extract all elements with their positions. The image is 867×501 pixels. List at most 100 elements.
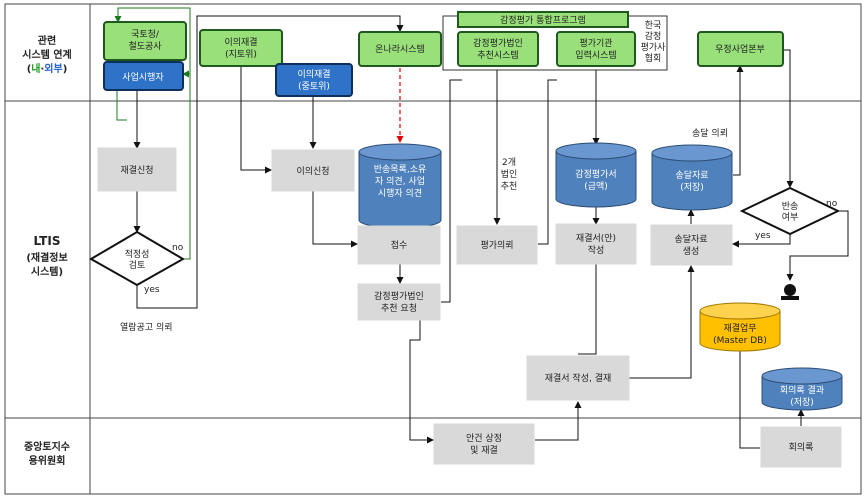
kapa-line3: 평가사 — [641, 42, 667, 53]
box-minutes-label: 회의록 — [789, 442, 814, 453]
db-return-line1: 반송목록,소유 — [374, 164, 427, 175]
box-minutes[interactable]: 회의록 — [760, 426, 842, 468]
box-appraisal-request-label: 평가의뢰 — [480, 240, 513, 251]
label-no-2: no — [826, 199, 838, 209]
edge-agenda-to-write — [535, 401, 582, 441]
box-objection-request[interactable]: 이의신청 — [271, 149, 355, 192]
lane-external-line2: 시스템 연계 — [22, 48, 71, 61]
box-agenda[interactable]: 안건 상정 및 재결 — [433, 423, 535, 465]
lane-label-ltis: LTIS (재결정보 시스템) — [26, 234, 67, 278]
box-request-recommend-line1: 감정평가법인 — [374, 290, 424, 302]
box-objection-local[interactable]: 이의재결 (지토위) — [199, 29, 283, 67]
lane-committee-line1: 중앙토지수 — [24, 440, 70, 453]
box-objection-request-label: 이의신청 — [296, 166, 329, 177]
box-request-recommend[interactable]: 감정평가법인 추천 요청 — [357, 283, 441, 321]
lane-label-committee: 중앙토지수 용위원회 — [24, 440, 70, 467]
box-operator-label: 사업시행자 — [122, 71, 164, 83]
edge-objection-to-receipt — [312, 191, 358, 248]
db-return-line2: 자 의견, 사업 — [375, 175, 425, 187]
db-delivery-line2: (저장) — [680, 182, 704, 193]
box-molit[interactable]: 국토청/ 철도공사 — [103, 21, 187, 61]
lane-label-external: 관련 시스템 연계 (내·외부) — [22, 34, 71, 75]
box-draft-line2: 작성 — [588, 245, 605, 256]
decision-adequacy[interactable]: 적정성 검토 — [88, 230, 186, 287]
box-receipt[interactable]: 접수 — [357, 225, 441, 265]
lane-external-line1: 관련 — [38, 34, 56, 47]
edge-recommend-to-sys — [441, 79, 462, 303]
box-agenda-line2: 및 재결 — [470, 444, 498, 456]
kapa-line1: 한국 — [645, 20, 662, 31]
edge-write-to-delivery — [629, 265, 695, 379]
box-recommend-sys-line2: 추천시스템 — [477, 49, 518, 61]
db-appraisal-line1: 감정평가서 — [575, 168, 616, 180]
box-operator[interactable]: 사업시행자 — [103, 61, 184, 91]
lane-ltis-line2: (재결정보 — [26, 251, 67, 264]
lane-external-paren-close: ) — [63, 64, 68, 75]
db-adjudication-master[interactable]: 재결업무 (Master DB) — [699, 302, 781, 352]
box-objection-local-line1: 이의재결 — [224, 37, 257, 48]
lane-external-dot: · — [40, 64, 44, 75]
box-draft-adjudication[interactable]: 재결서(안) 작성 — [555, 223, 637, 265]
lane-external-inner: 내 — [31, 62, 40, 75]
edge-request-to-input — [538, 79, 557, 245]
db-return-list[interactable]: 반송목록,소유 자 의견, 사업 시행자 의견 — [358, 143, 442, 229]
db-master-line1: 재결업무 — [723, 323, 756, 334]
edge-to-agenda — [409, 320, 434, 444]
lane-committee-line2: 용위원회 — [29, 454, 66, 467]
box-agenda-line1: 안건 상정 — [466, 433, 502, 444]
box-input-sys-line2: 입력시스템 — [575, 49, 616, 61]
box-postal[interactable]: 우정사업본부 — [697, 31, 784, 67]
box-request-recommend-line2: 추천 요청 — [381, 303, 417, 314]
edge-local-to-objection — [240, 60, 272, 174]
end-node — [781, 284, 799, 300]
decision-returned[interactable]: 반송 여부 — [739, 186, 841, 236]
edge-returned-no — [786, 210, 849, 281]
box-receipt-label: 접수 — [391, 239, 408, 251]
decision-returned-line2: 여부 — [782, 211, 799, 223]
db-minutes[interactable]: 회의록 결과 (저장) — [761, 367, 843, 411]
edge-yes-to-onnara — [136, 15, 404, 309]
recommend-two-line3: 추천 — [501, 181, 518, 192]
edge-db-to-postal — [733, 65, 744, 176]
box-delivery-create-line1: 송달자료 — [674, 233, 707, 245]
box-recommend-sys-line1: 감정평가법인 — [473, 37, 523, 49]
label-yes-2: yes — [755, 231, 771, 241]
box-onnara-label: 온나라시스템 — [375, 43, 425, 55]
box-objection-central-line2: (중토위) — [298, 81, 330, 92]
box-delivery-create[interactable]: 송달자료 생성 — [650, 224, 733, 266]
box-appraisal-input-sys[interactable]: 평가기관 입력시스템 — [556, 31, 636, 67]
kapa-line2: 감정 — [645, 30, 662, 42]
box-objection-central[interactable]: 이의재결 (중토위) — [275, 63, 353, 97]
box-molit-line1: 국토청/ — [131, 29, 160, 40]
kapa-line4: 협회 — [645, 52, 662, 64]
box-appraisal-program[interactable] — [457, 11, 629, 28]
recommend-two-line2: 법인 — [501, 169, 518, 180]
box-adjudication-request[interactable]: 재결신청 — [97, 147, 177, 192]
edge-no-feedback — [114, 7, 191, 260]
label-kapa: 한국 감정 평가사 협회 — [641, 20, 667, 64]
db-appraisal-report[interactable]: 감정평가서 (금액) — [555, 142, 637, 208]
box-input-sys-line1: 평가기관 — [579, 38, 612, 49]
db-delivery-line1: 송달자료 — [675, 169, 708, 181]
box-appraisal-request[interactable]: 평가의뢰 — [456, 225, 538, 265]
lane-external-paren-open: ( — [27, 64, 32, 75]
box-onnara[interactable]: 온나라시스템 — [358, 31, 442, 67]
db-appraisal-line2: (금액) — [584, 180, 608, 192]
swimlane-frame — [4, 3, 862, 495]
box-write-approve-label: 재결서 작성, 결재 — [545, 373, 612, 384]
label-recommend-two: 2개 법인 추천 — [501, 157, 518, 192]
box-write-approve[interactable]: 재결서 작성, 결재 — [526, 355, 630, 401]
decision-adequacy-line2: 검토 — [129, 259, 146, 271]
db-delivery[interactable]: 송달자료 (저장) — [651, 144, 733, 211]
box-draft-line1: 재결서(안) — [576, 233, 616, 244]
box-delivery-create-line2: 생성 — [683, 246, 700, 257]
box-appraisal-recommend-sys[interactable]: 감정평가법인 추천시스템 — [457, 31, 539, 67]
lane-ltis-line1: LTIS — [34, 234, 61, 248]
label-delivery-request: 송달 의뢰 — [692, 127, 728, 139]
db-master-line2: (Master DB) — [713, 336, 767, 346]
lane-ltis-line3: 시스템) — [31, 266, 63, 278]
box-objection-local-line2: (지토위) — [225, 49, 257, 60]
edge-draft-to-write — [578, 264, 597, 355]
lane-external-line3: (내·외부) — [27, 62, 68, 75]
